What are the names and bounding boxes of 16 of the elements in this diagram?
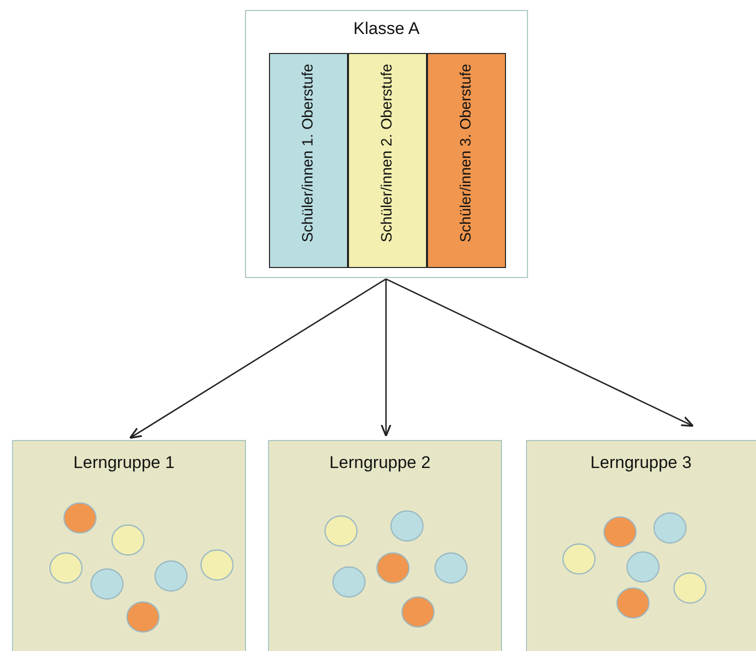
student-column: [427, 53, 506, 268]
group-box: [268, 440, 502, 651]
student-column: [269, 53, 348, 268]
group-title: Lerngruppe 1: [72, 453, 176, 473]
class-title: Klasse A: [352, 19, 421, 39]
arrow: [386, 278, 694, 427]
group-title: Lerngruppe 3: [589, 453, 693, 473]
student-column: [348, 53, 427, 268]
arrow: [380, 279, 392, 437]
column-label: Schüler/innen 2. Oberstufe: [378, 62, 396, 244]
column-label: Schüler/innen 1. Oberstufe: [300, 62, 318, 244]
group-box: [526, 440, 756, 651]
column-label: Schüler/innen 3. Oberstufe: [458, 62, 476, 244]
group-title: Lerngruppe 2: [328, 453, 432, 473]
class-box: [245, 10, 528, 278]
arrow: [129, 278, 386, 439]
